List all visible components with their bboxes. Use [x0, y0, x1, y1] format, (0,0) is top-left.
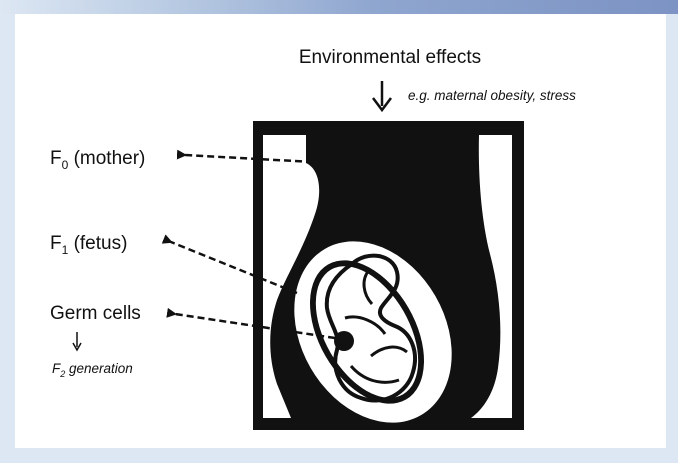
environmental-effects-label: Environmental effects [299, 47, 481, 68]
environmental-example-text: e.g. maternal obesity, stress [408, 88, 576, 103]
down-arrow-icon [373, 81, 391, 110]
germ-cells-label: Germ cells [50, 303, 141, 324]
f1-fetus-label: F1 (fetus) [50, 233, 127, 257]
germ-cells-marker [334, 331, 354, 351]
pregnancy-diagram: Environmental effects e.g. maternal obes… [15, 14, 666, 448]
slide-top-bar [0, 0, 678, 14]
f2-generation-label: F2 generation [52, 361, 133, 379]
slide-canvas: Environmental effects e.g. maternal obes… [15, 14, 666, 448]
small-down-arrow-icon [73, 332, 81, 350]
f0-mother-label: F0 (mother) [50, 148, 145, 172]
